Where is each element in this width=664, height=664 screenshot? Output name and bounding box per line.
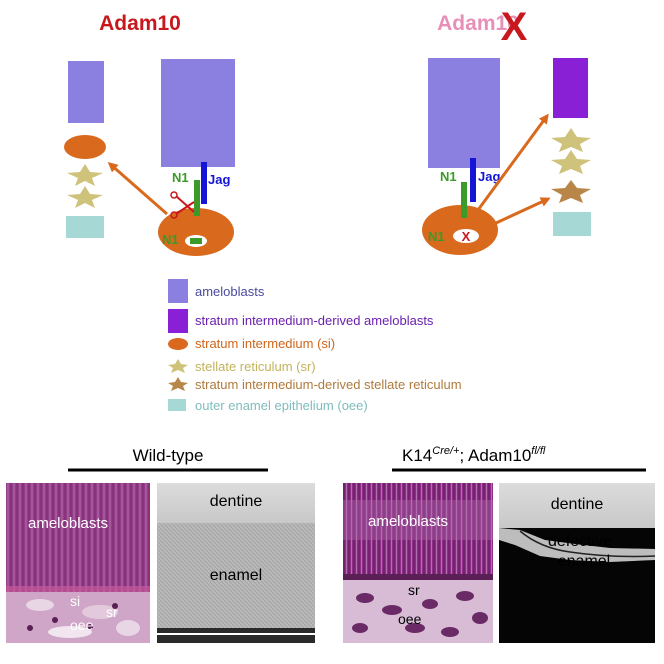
ameloblast-block-left bbox=[68, 61, 104, 123]
notch-label-right: N1 bbox=[440, 169, 457, 184]
mut-label-oee: oee bbox=[398, 611, 422, 627]
no-nicd-mark: X bbox=[462, 229, 471, 244]
defective-enamel-layer bbox=[499, 528, 655, 562]
mut-label-defective: defective bbox=[548, 533, 612, 550]
caption-mutant-sup2: fl/fl bbox=[531, 445, 546, 457]
si-cell-signaling-left bbox=[158, 208, 234, 256]
legend-label-ameloblasts: ameloblasts bbox=[195, 284, 265, 299]
legend-label-si-derived-ameloblasts: stratum intermedium-derived ameloblasts bbox=[195, 313, 434, 328]
jag-ligand-left bbox=[201, 162, 207, 204]
si-derived-sr-star bbox=[551, 180, 591, 203]
legend-label-si: stratum intermedium (si) bbox=[195, 336, 335, 351]
mut-label-ameloblasts: ameloblasts bbox=[368, 513, 448, 530]
wt-label-si: si bbox=[70, 593, 80, 609]
notch-receptor-left bbox=[194, 180, 200, 216]
jag-label-left: Jag bbox=[208, 172, 230, 187]
left-panel-title: Adam10 bbox=[99, 12, 181, 35]
wt-label-oee: oee bbox=[70, 617, 94, 633]
legend-swatch-oee bbox=[168, 399, 186, 411]
notch-label-left: N1 bbox=[172, 170, 189, 185]
sr-star-left-1 bbox=[67, 164, 103, 186]
legend-swatch-sr bbox=[168, 359, 188, 373]
si-derived-ameloblast-block bbox=[553, 58, 588, 118]
caption-mutant: K14Cre/+; Adam10fl/fl bbox=[402, 445, 546, 465]
wt-label-ameloblasts: ameloblasts bbox=[28, 515, 108, 532]
legend-swatch-ameloblasts bbox=[168, 279, 188, 303]
mut-label-dentine: dentine bbox=[551, 496, 604, 513]
mutant-histology-image: ameloblasts sr oee bbox=[343, 483, 493, 643]
legend-swatch-si-derived-ameloblasts bbox=[168, 309, 188, 333]
differentiation-arrow-right-side bbox=[495, 197, 551, 225]
legend-swatch-si bbox=[168, 338, 188, 350]
left-panel: Adam10 N1 Jag N1 bbox=[64, 12, 235, 256]
ameloblast-block-main-left bbox=[161, 59, 235, 167]
sr-star-right-2 bbox=[551, 150, 591, 174]
caption-wildtype: Wild-type bbox=[133, 446, 204, 465]
jag-ligand-right bbox=[470, 158, 476, 202]
oee-block-left bbox=[66, 216, 104, 238]
wt-label-enamel: enamel bbox=[210, 567, 262, 584]
oee-block-right bbox=[553, 212, 591, 236]
wt-sem-image: dentine enamel bbox=[157, 483, 315, 643]
legend-label-sr: stellate reticulum (sr) bbox=[195, 359, 316, 374]
mutant-sem-image: dentine defective enamel bbox=[499, 483, 656, 643]
nucleus-right bbox=[453, 229, 479, 243]
scissors-icon bbox=[170, 191, 195, 219]
nicd-label-right: N1 bbox=[428, 229, 445, 244]
differentiation-arrow-right-up bbox=[476, 113, 549, 211]
si-cell-left bbox=[64, 135, 106, 159]
knockout-x-mark: X bbox=[501, 5, 528, 49]
sr-star-right-1 bbox=[551, 128, 591, 152]
sr-star-left-2 bbox=[67, 186, 103, 208]
ameloblast-block-main-right bbox=[428, 58, 500, 168]
right-panel: Adam10 X X N1 Jag N1 bbox=[422, 5, 591, 255]
differentiation-arrow-left bbox=[107, 162, 168, 216]
legend-label-si-derived-sr: stratum intermedium-derived stellate ret… bbox=[195, 377, 462, 392]
caption-mutant-base: K14 bbox=[402, 446, 432, 465]
jag-label-right: Jag bbox=[478, 169, 500, 184]
wt-histology-image: ameloblasts si sr oee bbox=[6, 483, 150, 643]
caption-mutant-sup1: Cre/+ bbox=[432, 445, 460, 457]
mut-label-sr: sr bbox=[408, 582, 420, 598]
legend-label-oee: outer enamel epithelium (oee) bbox=[195, 398, 368, 413]
nicd-label-left: N1 bbox=[162, 232, 179, 247]
wt-label-sr: sr bbox=[106, 604, 118, 620]
legend-swatch-si-derived-sr bbox=[168, 377, 188, 391]
right-panel-title: Adam10 bbox=[437, 12, 519, 35]
notch-receptor-right bbox=[461, 182, 467, 218]
mut-label-defective-enamel: enamel bbox=[558, 553, 610, 570]
wt-label-dentine: dentine bbox=[210, 493, 263, 510]
nicd-fragment-left bbox=[190, 238, 202, 244]
caption-mutant-mid: ; Adam10 bbox=[459, 446, 531, 465]
legend: ameloblasts stratum intermedium-derived … bbox=[168, 279, 462, 413]
